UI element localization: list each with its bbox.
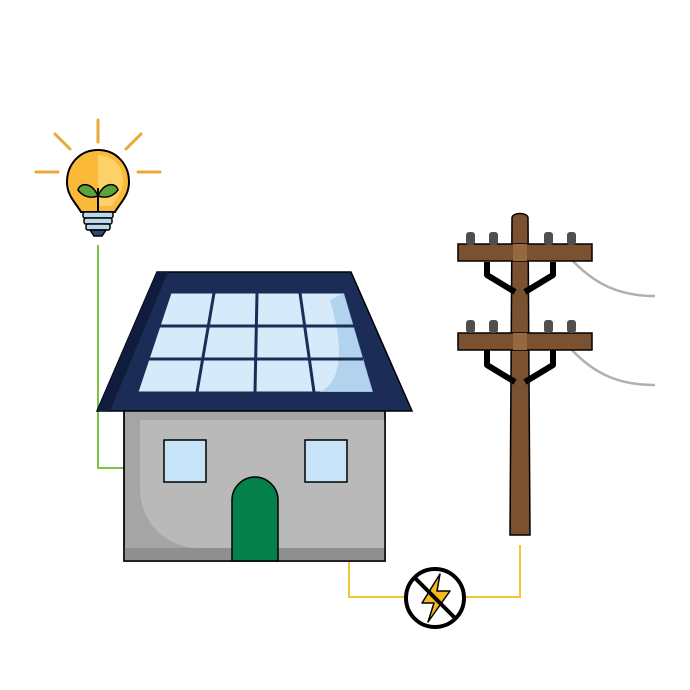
power-line-lower — [569, 347, 656, 387]
lightbulb-icon — [34, 118, 162, 237]
door — [231, 476, 279, 562]
solar-house — [95, 271, 414, 562]
window-right — [304, 439, 348, 483]
bulb-rays — [34, 118, 162, 174]
power-line-upper — [569, 257, 656, 298]
utility-pole — [457, 212, 656, 536]
bulb-base — [82, 211, 114, 237]
roof-shadow — [97, 272, 168, 411]
pole-shaft — [509, 212, 531, 536]
solar-panel-shade — [320, 293, 373, 392]
pole-braces — [484, 262, 556, 385]
grid-meter — [404, 567, 466, 629]
solar-panel — [137, 292, 374, 393]
window-left — [163, 439, 207, 483]
prohibition-slash — [413, 576, 457, 620]
insulators — [466, 232, 576, 333]
sprout-icon — [77, 183, 119, 212]
green-wire — [97, 245, 124, 469]
